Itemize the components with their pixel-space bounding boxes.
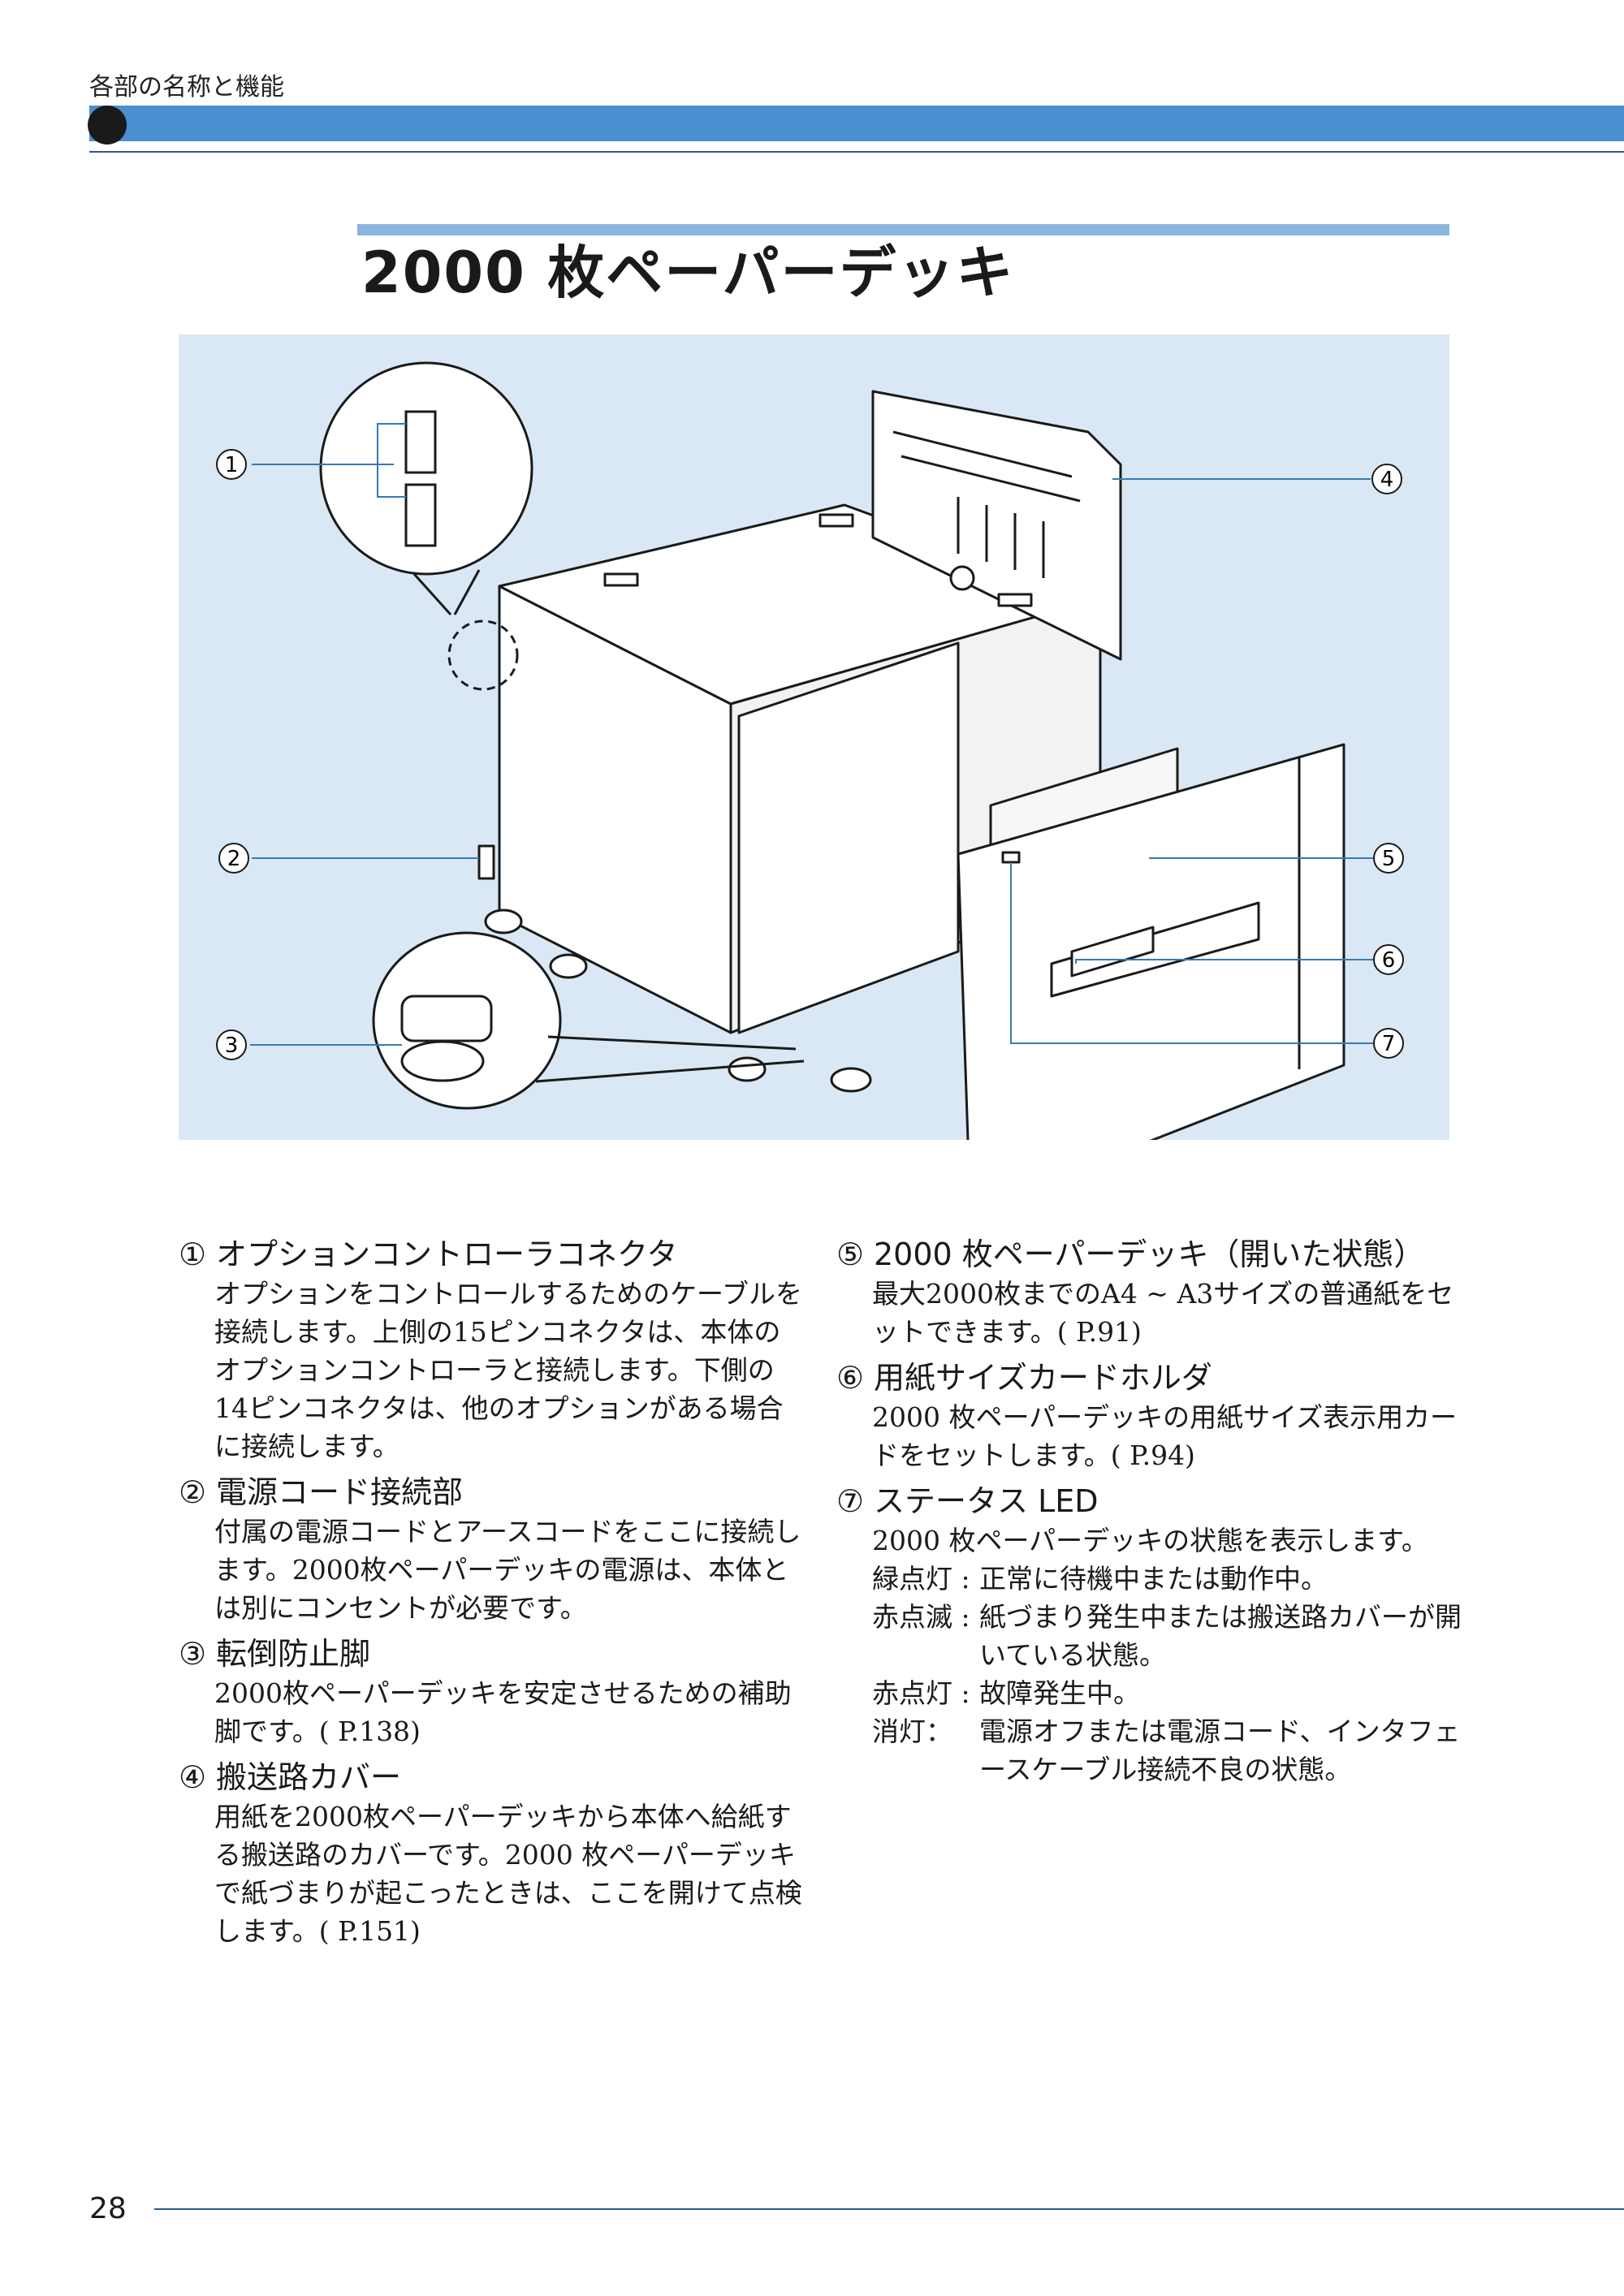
item-title: ステータス LED bbox=[874, 1483, 1099, 1519]
section-label: 各部の名称と機能 bbox=[89, 73, 284, 101]
power-connector bbox=[477, 844, 495, 880]
title-accent-bar bbox=[357, 224, 1449, 235]
item-description: 2000枚ペーパーデッキを安定させるための補助脚です。( P.138) bbox=[214, 1677, 792, 1747]
page-number: 28 bbox=[89, 2192, 127, 2225]
item-number: ⑥ bbox=[836, 1360, 865, 1396]
item-title: 転倒防止脚 bbox=[216, 1636, 371, 1672]
item-number: ④ bbox=[179, 1759, 207, 1795]
item-title: 電源コード接続部 bbox=[216, 1474, 464, 1510]
callout-7: 7 bbox=[1382, 1032, 1396, 1056]
status-led bbox=[1001, 851, 1021, 864]
item-title: 搬送路カバー bbox=[216, 1759, 402, 1795]
callout-1: 1 bbox=[225, 453, 239, 477]
item-description: 2000 枚ペーパーデッキの状態を表示します。 bbox=[872, 1525, 1428, 1556]
item-description: 付属の電源コードとアースコードをここに接続します。2000枚ペーパーデッキの電源… bbox=[214, 1516, 801, 1624]
item-description: 2000 枚ペーパーデッキの用紙サイズ表示用カードをセットします。( P.94) bbox=[872, 1401, 1458, 1471]
led-state-red-blink: 赤点滅 : 紙づまり発生中または搬送路カバーが開いている状態。 bbox=[836, 1598, 1462, 1674]
illustration-svg: 1 2 3 4 5 6 7 bbox=[216, 361, 1404, 1140]
led-term: 消灯： bbox=[872, 1716, 952, 1747]
header-bar bbox=[89, 106, 1624, 141]
led-state-red-on: 赤点灯 : 故障発生中。 bbox=[836, 1674, 1462, 1712]
footer-rule bbox=[154, 2208, 1624, 2210]
led-term: 赤点灯 : bbox=[872, 1677, 970, 1709]
led-desc: 正常に待機中または動作中。 bbox=[979, 1563, 1328, 1595]
page-title: 2000 枚ペーパーデッキ bbox=[361, 240, 1015, 306]
led-desc: 電源オフまたは電源コード、インタフェースケーブル接続不良の状態。 bbox=[979, 1716, 1461, 1785]
item-number: ② bbox=[179, 1474, 207, 1510]
callout-2: 2 bbox=[227, 847, 241, 871]
item-description: 最大2000枚までのA4 ~ A3サイズの普通紙をセットできます。( P.91) bbox=[872, 1278, 1454, 1348]
callout-5: 5 bbox=[1382, 847, 1396, 871]
card-holder bbox=[1070, 926, 1155, 978]
item-number: ③ bbox=[179, 1636, 207, 1672]
item-title: 2000 枚ペーパーデッキ（開いた状態） bbox=[874, 1236, 1425, 1272]
paper-deck-illustration: 1 2 3 4 5 6 7 bbox=[179, 334, 1449, 1140]
item-number: ⑤ bbox=[836, 1236, 865, 1272]
item-description: オプションをコントロールするためのケーブルを接続します。上側の15ピンコネクタは… bbox=[214, 1278, 803, 1462]
led-state-green: 緑点灯 : 正常に待機中または動作中。 bbox=[836, 1560, 1462, 1598]
item-title: オプションコントローラコネクタ bbox=[216, 1236, 678, 1272]
led-state-off: 消灯： 電源オフまたは電源コード、インタフェースケーブル接続不良の状態。 bbox=[836, 1712, 1462, 1789]
item-title: 用紙サイズカードホルダ bbox=[874, 1360, 1212, 1396]
led-desc: 紙づまり発生中または搬送路カバーが開いている状態。 bbox=[979, 1601, 1462, 1671]
header-bullet-icon bbox=[88, 106, 127, 145]
drawer-handle bbox=[1050, 901, 1260, 998]
led-term: 赤点滅 : bbox=[872, 1601, 970, 1633]
item-number: ① bbox=[179, 1236, 207, 1272]
callout-6: 6 bbox=[1382, 948, 1396, 973]
item-number: ⑦ bbox=[836, 1483, 865, 1519]
header-rule bbox=[89, 151, 1624, 153]
led-term: 緑点灯 : bbox=[872, 1563, 970, 1595]
item-description: 用紙を2000枚ペーパーデッキから本体へ給紙する搬送路のカバーです。2000 枚… bbox=[214, 1801, 802, 1947]
transport-cover bbox=[871, 390, 1122, 661]
callout-3: 3 bbox=[225, 1034, 239, 1058]
led-desc: 故障発生中。 bbox=[979, 1677, 1140, 1709]
callout-4: 4 bbox=[1380, 468, 1394, 492]
